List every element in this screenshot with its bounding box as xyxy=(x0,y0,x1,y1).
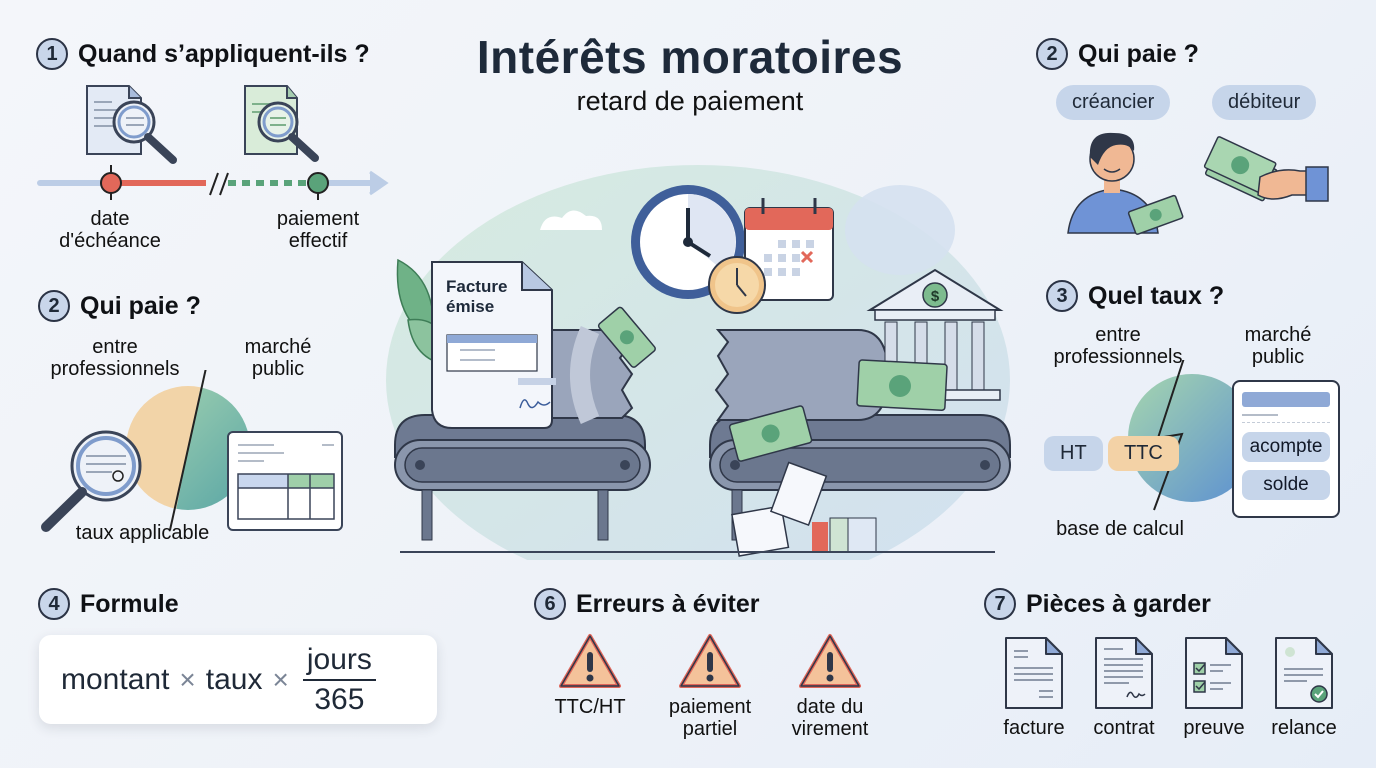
error-item: paiement partiel xyxy=(655,632,765,740)
section-6-heading: 6 Erreurs à éviter xyxy=(534,588,759,620)
formula-days: jours xyxy=(302,643,376,681)
svg-text:émise: émise xyxy=(446,297,494,316)
signature-icon xyxy=(1126,691,1146,698)
applicable-rate-label: taux applicable xyxy=(75,522,210,544)
banknote-icon xyxy=(728,405,813,462)
formula-box: montant × taux × jours 365 xyxy=(39,635,437,724)
contract-file-icon xyxy=(1095,637,1153,709)
section-2-left-heading: 2 Qui paie ? xyxy=(38,290,201,322)
balance-item: solde xyxy=(1242,470,1330,500)
timeline-graphic xyxy=(37,85,389,200)
error-item: date du virement xyxy=(780,632,880,740)
due-date-marker xyxy=(100,172,122,194)
formula-year-days: 365 xyxy=(314,682,365,716)
multiply-sign: × xyxy=(272,663,289,695)
document-magnifier-icon xyxy=(86,85,177,164)
formula-amount: montant xyxy=(61,662,170,696)
section-3-heading: 3 Quel taux ? xyxy=(1046,280,1224,312)
section-number-badge: 7 xyxy=(984,588,1016,620)
public-market-label: marché public xyxy=(244,336,312,380)
paper-pile-icon xyxy=(731,461,877,557)
creditor-person-icon xyxy=(1067,132,1184,235)
page-title: Intérêts moratoires xyxy=(476,31,904,83)
effective-payment-label: paiement effectif xyxy=(276,208,360,252)
section-1-title: Quand s’appliquent-ils ? xyxy=(78,39,370,68)
section-7-heading: 7 Pièces à garder xyxy=(984,588,1211,620)
calendar-icon xyxy=(744,198,834,301)
svg-text:$: $ xyxy=(931,288,940,305)
warning-icon xyxy=(799,634,861,688)
section-number-badge: 4 xyxy=(38,588,70,620)
public-market-label: marché public xyxy=(1244,324,1312,368)
rate-split-graphic xyxy=(41,370,343,532)
warning-icon xyxy=(559,634,621,688)
section-3-title: Quel taux ? xyxy=(1088,281,1225,310)
banknote-icon xyxy=(856,359,948,411)
document-item-invoice: facture xyxy=(994,635,1074,739)
checklist-file-icon xyxy=(1185,637,1243,709)
creditor-pill: créancier xyxy=(1056,85,1171,120)
document-item-reminder: relance xyxy=(1264,635,1344,739)
reminder-file-icon xyxy=(1275,637,1333,709)
page-subtitle: retard de paiement xyxy=(576,86,804,116)
invoice-file-icon xyxy=(1005,637,1063,709)
payment-breakdown-card: acompte solde xyxy=(1232,380,1340,518)
section-number-badge: 2 xyxy=(38,290,70,322)
section-2-right-title: Qui paie ? xyxy=(1078,39,1199,68)
ht-pill: HT xyxy=(1044,436,1103,471)
debtor-pill: débiteur xyxy=(1212,85,1317,120)
section-7-title: Pièces à garder xyxy=(1026,589,1211,618)
between-professionals-label: entre professionnels xyxy=(50,336,180,380)
ttc-pill: TTC xyxy=(1108,436,1179,471)
hand-giving-money-icon xyxy=(1203,136,1329,202)
central-illustration: $ Facture émise xyxy=(386,165,1011,560)
due-date-label: date d'échéance xyxy=(59,208,161,252)
section-4-heading: 4 Formule xyxy=(38,588,179,620)
warning-icon xyxy=(679,634,741,688)
document-green-magnifier-icon xyxy=(244,85,319,162)
signature-icon xyxy=(519,399,551,409)
section-1-heading: 1 Quand s’appliquent-ils ? xyxy=(36,38,370,70)
document-item-contract: contrat xyxy=(1084,635,1164,739)
section-6-title: Erreurs à éviter xyxy=(576,589,760,618)
section-number-badge: 3 xyxy=(1046,280,1078,312)
svg-text:Facture: Facture xyxy=(446,277,507,296)
banknote-icon xyxy=(597,306,656,368)
formula-rate: taux xyxy=(205,662,263,696)
document-table-icon xyxy=(227,431,343,531)
magnifier-icon xyxy=(41,430,142,532)
error-item: TTC/HT xyxy=(540,632,640,740)
payment-exchange-graphic xyxy=(1067,132,1329,235)
conveyor-left xyxy=(394,414,651,541)
section-4-title: Formule xyxy=(80,589,179,618)
check-circle-icon xyxy=(1310,685,1328,703)
calculation-base-label: base de calcul xyxy=(1056,518,1184,540)
section-2-right-heading: 2 Qui paie ? xyxy=(1036,38,1199,70)
errors-list: TTC/HT paiement partiel date du virement xyxy=(540,632,880,740)
cloud-icon xyxy=(540,210,602,230)
document-item-proof: preuve xyxy=(1174,635,1254,739)
deposit-item: acompte xyxy=(1242,432,1330,462)
between-professionals-label: entre professionnels xyxy=(1053,324,1183,368)
card-header-bar xyxy=(1242,392,1330,407)
multiply-sign: × xyxy=(179,663,196,695)
documents-to-keep-list: facture contrat preuve xyxy=(994,635,1344,739)
payment-date-marker xyxy=(307,172,329,194)
formula-fraction: jours 365 xyxy=(302,643,376,717)
section-number-badge: 2 xyxy=(1036,38,1068,70)
section-number-badge: 1 xyxy=(36,38,68,70)
small-clock-icon xyxy=(708,256,766,314)
invoice-document-icon: Facture émise xyxy=(431,261,556,429)
section-2-left-title: Qui paie ? xyxy=(80,291,201,320)
section-number-badge: 6 xyxy=(534,588,566,620)
